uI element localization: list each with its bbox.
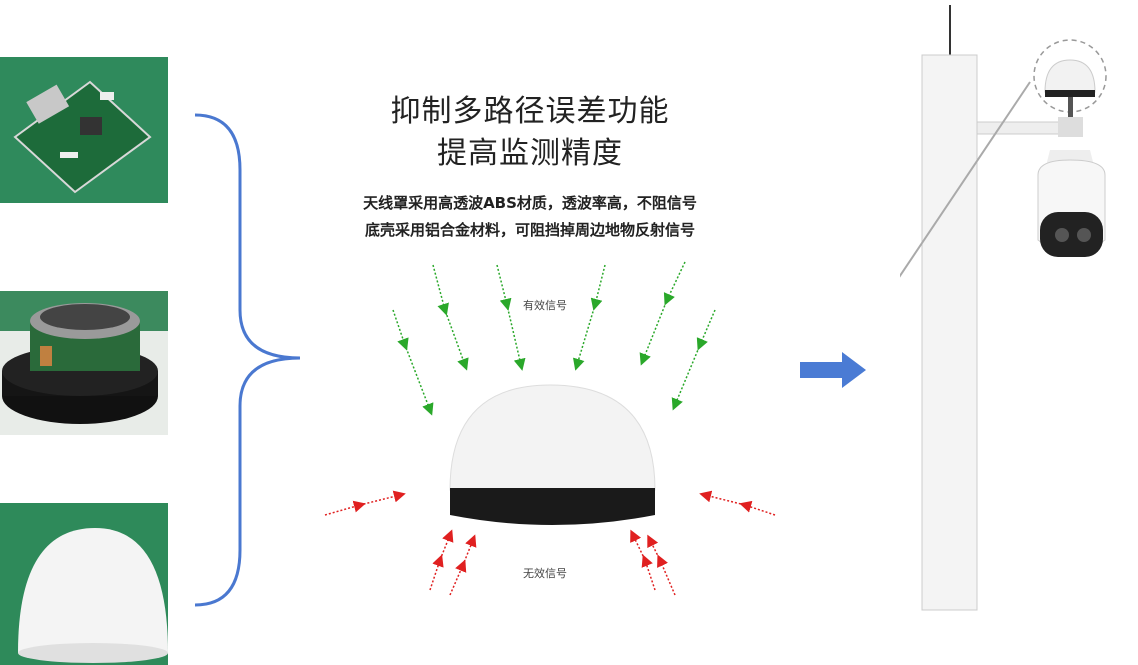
valid-signal-arrow [432, 264, 469, 371]
invalid-signal-arrow [699, 490, 776, 516]
heading-line2: 提高监测精度 [437, 136, 623, 171]
invalid-signal-arrow [324, 490, 406, 516]
valid-signal-arrow [671, 309, 716, 411]
description-line1: 天线罩采用高透波ABS材质，透波率高，不阻信号 [363, 194, 697, 212]
brace-connector [194, 113, 301, 607]
valid-signal-arrow [392, 309, 434, 416]
antenna-dome [449, 384, 656, 491]
signal-diagram [324, 261, 776, 596]
circuit-board-photo [0, 57, 168, 203]
invalid-signal-arrow [449, 534, 477, 596]
dome-radome-photo [0, 503, 168, 665]
invalid-signal-label: 无效信号 [523, 567, 567, 580]
valid-signal-arrow [572, 264, 606, 371]
description-line2: 底壳采用铝合金材料，可阻挡掉周边地物反射信号 [364, 221, 695, 239]
antenna-assembly-photo [0, 291, 168, 435]
valid-signal-arrow [496, 264, 526, 371]
right-arrow-icon [800, 352, 866, 388]
pole-installation-photo [900, 5, 1107, 611]
valid-signal-arrow [639, 261, 686, 366]
heading-line1: 抑制多路径误差功能 [390, 94, 670, 129]
valid-signal-label: 有效信号 [523, 299, 567, 312]
invalid-signal-arrow [429, 529, 454, 591]
invalid-signal-arrow [647, 534, 676, 596]
antenna-base [450, 488, 655, 525]
